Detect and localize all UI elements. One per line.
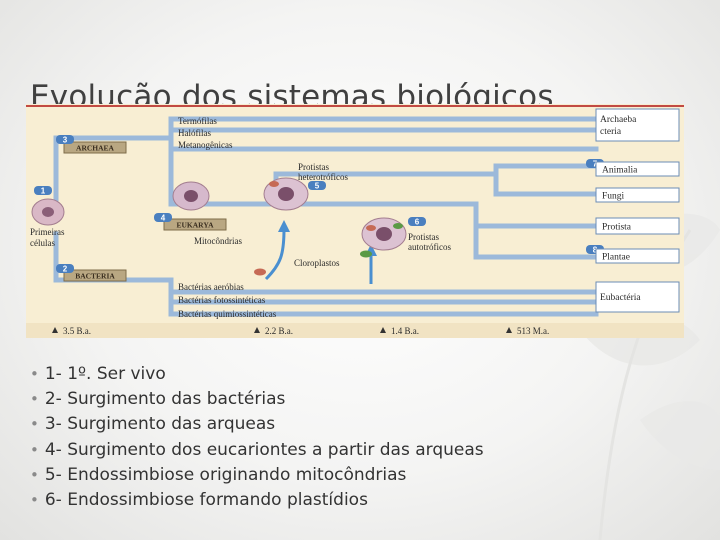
- label-protistas-het: Protistas: [298, 162, 330, 172]
- arrow-head-mitochondria: [278, 220, 290, 232]
- chloroplast-icon: [360, 250, 372, 258]
- archaea-label: ARCHAEA: [76, 144, 115, 153]
- timeline-label-4: 513 M.a.: [517, 326, 549, 336]
- eukaryote-cell-illustration: [172, 181, 210, 211]
- badge-3: [56, 135, 74, 144]
- svg-text:6: 6: [415, 218, 420, 227]
- svg-text:5: 5: [315, 182, 320, 191]
- kingdom-archaebacteria-2: cteria: [600, 127, 622, 137]
- svg-text:1: 1: [41, 187, 46, 196]
- kingdom-eubacteria: Eubactéria: [600, 293, 641, 303]
- timeline-bar: [26, 323, 684, 338]
- bullet-dot: •: [30, 465, 39, 484]
- kingdom-archaebacteria-1: Archaeba: [600, 115, 637, 125]
- evolution-diagram: ARCHAEA EUKARYA BACTERIA 3 1 4 2 5 6 7 8…: [26, 104, 684, 338]
- svg-text:4: 4: [161, 214, 166, 223]
- bullet-dot: •: [30, 491, 39, 510]
- badge-5: [308, 181, 326, 190]
- eukarya-label: EUKARYA: [177, 221, 215, 230]
- heterotrophic-protist-illustration: [263, 177, 309, 211]
- bullet-dot: •: [30, 440, 39, 459]
- label-primeiras: Primeiras: [30, 227, 65, 237]
- bullet-item: •1- 1º. Ser vivo: [30, 364, 166, 384]
- bacteria-label: BACTERIA: [75, 272, 115, 281]
- badge-6: [408, 217, 426, 226]
- kingdom-animalia: Animalia: [602, 166, 638, 176]
- svg-text:8: 8: [593, 246, 598, 255]
- label-heterotroficos: heterotróficos: [298, 172, 348, 182]
- kingdom-plantae: Plantae: [602, 253, 630, 263]
- bullet-dot: •: [30, 390, 39, 409]
- svg-text:3: 3: [63, 136, 68, 145]
- label-cloroplastos: Cloroplastos: [294, 258, 340, 268]
- bullet-item: •4- Surgimento dos eucariontes a partir …: [30, 439, 484, 460]
- timeline-label-1: 3.5 B.a.: [63, 326, 91, 336]
- endosymbiosis-arrows: [264, 228, 373, 284]
- bacteria-box: [63, 269, 127, 282]
- label-protistas-aut: Protistas: [408, 232, 440, 242]
- svg-text:7: 7: [593, 160, 598, 169]
- autotrophic-protist-illustration: [361, 217, 407, 251]
- archaea-box: [63, 141, 127, 154]
- bullet-dot: •: [30, 415, 39, 434]
- timeline-label-2: 2.2 B.a.: [265, 326, 293, 336]
- kingdom-protista: Protista: [602, 223, 632, 233]
- kingdom-animalia-box: [595, 161, 680, 177]
- kingdom-archaebacteria-box: [595, 108, 680, 142]
- bullet-list: •1- 1º. Ser vivo •2- Surgimento das bact…: [30, 362, 484, 513]
- lineage-lines: [53, 116, 599, 317]
- timeline-marker-3: [380, 327, 386, 333]
- badge-2: [56, 264, 74, 273]
- timeline-marker-4: [506, 327, 512, 333]
- timeline-label-3: 1.4 B.a.: [391, 326, 419, 336]
- kingdom-fungi-box: [595, 187, 680, 203]
- mitochondrion-icon: [254, 268, 266, 276]
- label-mitocondrias: Mitocôndrias: [194, 236, 242, 246]
- bullet-dot: •: [30, 365, 39, 383]
- group-bacterias-quimiossinteticas: Bactérias quimiossintéticas: [178, 309, 277, 319]
- bullet-item: •2- Surgimento das bactérias: [30, 389, 286, 410]
- bullet-item: •5- Endossimbiose originando mitocôndria…: [30, 464, 407, 485]
- timeline-marker-1: [52, 327, 58, 333]
- kingdom-protista-box: [595, 217, 680, 235]
- group-bacterias-fotossinteticas: Bactérias fotossintéticas: [178, 295, 266, 305]
- kingdom-eubacteria-box: [595, 281, 680, 313]
- kingdom-plantae-box: [595, 248, 680, 264]
- timeline-marker-2: [254, 327, 260, 333]
- eukarya-box: [163, 218, 227, 231]
- badge-4: [154, 213, 172, 222]
- bullet-item: •3- Surgimento das arqueas: [30, 414, 276, 435]
- group-bacterias-aerobias: Bactérias aeróbias: [178, 282, 244, 292]
- first-cell-illustration: [31, 198, 65, 226]
- badge-1: [34, 186, 52, 195]
- group-halofilas: Halófilas: [178, 128, 211, 138]
- bullet-item: •6- Endossimbiose formando plastídios: [30, 490, 368, 511]
- group-metanogenicas: Metanogênicas: [178, 140, 233, 150]
- svg-text:2: 2: [63, 265, 68, 274]
- group-termofilas: Termófilas: [178, 116, 217, 126]
- kingdom-fungi: Fungi: [602, 192, 625, 202]
- label-autotroficos: autotróficos: [408, 242, 451, 252]
- label-celulas: células: [30, 238, 55, 248]
